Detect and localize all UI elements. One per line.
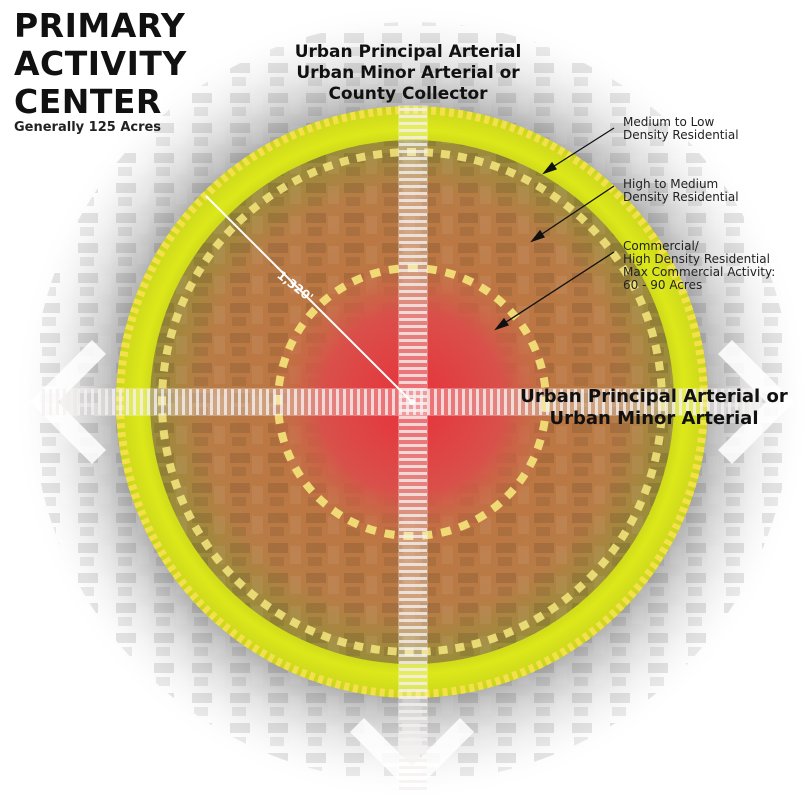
vertical-road-label-2: Urban Minor Arterial or [296,63,520,83]
zone-label-line: Commercial/ [623,239,699,253]
subtitle: Generally 125 Acres [14,120,162,135]
zone-label-medium-low: Medium to Low Density Residential [623,116,739,142]
horizontal-road-label-1: Urban Principal Arterial or [520,386,788,407]
zone-label-line: 60 - 90 Acres [623,278,703,292]
zone-label-high-medium: High to Medium Density Residential [623,178,739,204]
arrow-down [350,718,474,794]
zone-label-line: Density Residential [623,128,739,142]
zone-label-line: High Density Residential [623,252,770,266]
road-vertical [398,105,428,795]
title-line-1: PRIMARY [14,6,186,45]
radius-line [205,195,413,403]
ring-outer-dashed [116,106,708,698]
zone-label-line: High to Medium [623,177,719,191]
title-line-3: CENTER [14,82,162,121]
title-line-2: ACTIVITY [14,44,187,83]
leader-arrows [494,127,615,331]
zone-label-line: Max Commercial Activity: [623,265,776,279]
vertical-road-label-3: County Collector [328,84,488,104]
zone-label-line: Medium to Low [623,115,715,129]
road-horizontal [40,388,760,416]
vertical-road-label-1: Urban Principal Arterial [294,42,522,62]
zone-label-commercial: Commercial/ High Density Residential Max… [623,240,775,292]
horizontal-road-label-2: Urban Minor Arterial [549,408,759,429]
arrow-left [30,340,106,464]
arrow-right [718,340,794,464]
zone-label-line: Density Residential [623,190,739,204]
